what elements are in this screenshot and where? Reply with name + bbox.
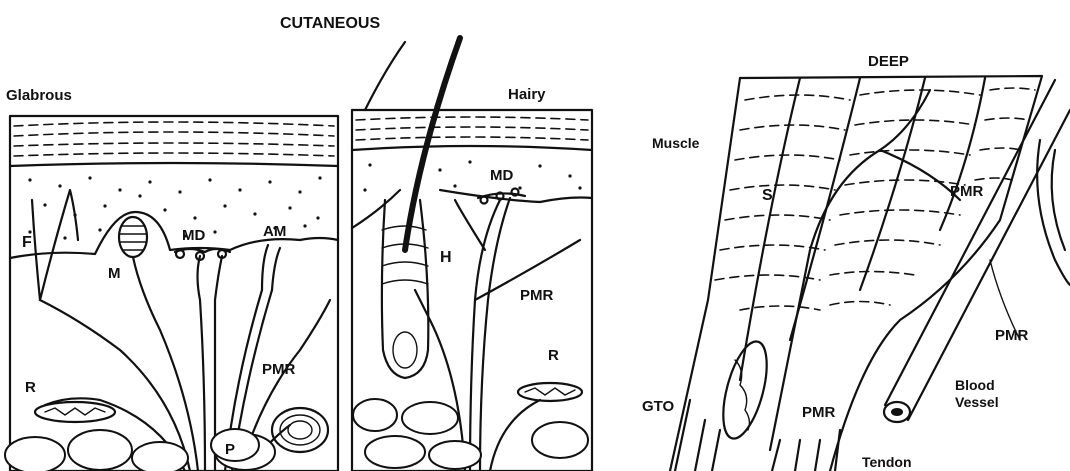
hairy-stipple [363,160,581,191]
glabrous-title: Glabrous [6,87,72,104]
glabrous-skin-panel: Glabrous F M MD AM R PMR P [5,87,338,471]
label-muscle: Muscle [652,135,700,151]
label-m: M [108,265,121,282]
meissner-corpuscle [119,217,147,257]
label-gto: GTO [642,398,675,415]
pacinian-corpuscle [272,408,328,452]
label-tendon: Tendon [862,454,912,470]
muscle-outline [740,76,1042,471]
hairy-skin-panel: Hairy MD H PMR R [352,38,592,471]
hairy-title: Hairy [508,86,546,103]
deep-heading: DEEP [868,53,909,70]
label-r-hairy: R [548,347,559,364]
free-nerve-ending [32,190,78,300]
cutaneous-heading: CUTANEOUS [280,15,380,32]
label-pmr-deep-top: PMR [950,183,984,200]
deep-tissue-panel: Muscle S PMR PMR PMR GTO Blood Vessel Te… [642,76,1070,471]
label-pmr-deep-right: PMR [995,327,1029,344]
hairy-dermal-boundary [352,190,592,228]
hair-follicle [382,200,428,378]
hairy-ruffini-ending [518,383,582,401]
label-pmr-deep-bottom: PMR [802,404,836,421]
label-r-glabrous: R [25,379,36,396]
glabrous-dermal-boundary [10,212,338,258]
label-pmr-glabrous: PMR [262,361,296,378]
glabrous-ruffini-ending [35,402,115,422]
label-am: AM [263,223,286,240]
muscle-spindle-nerve [770,90,930,450]
label-s: S [762,187,773,204]
label-md-hairy: MD [490,167,513,184]
hairy-epidermis [352,117,592,150]
label-blood: Blood [955,377,995,393]
hair-shaft-left [365,42,405,110]
glabrous-epidermis [10,122,338,166]
label-f: F [22,234,32,251]
label-md-glabrous: MD [182,227,205,244]
label-p: P [225,441,235,458]
am-nerve-endings [262,245,280,290]
hair-shaft-main [405,38,460,250]
label-h: H [440,249,452,266]
label-pmr-hairy: PMR [520,287,554,304]
label-vessel: Vessel [955,394,999,410]
